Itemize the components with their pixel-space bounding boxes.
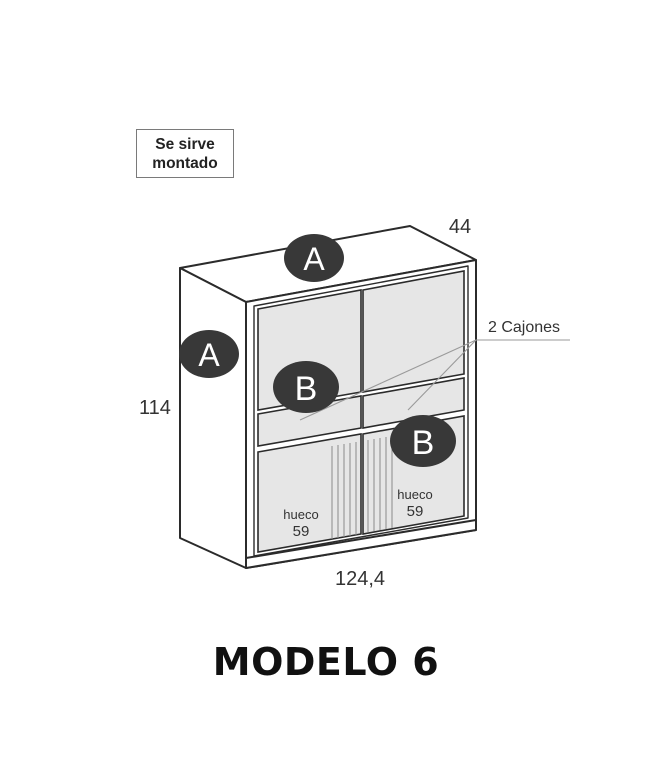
svg-text:B: B [295, 370, 318, 408]
svg-text:B: B [412, 424, 435, 462]
dimension-height: 114 [139, 397, 171, 419]
slat-grooves [331, 436, 393, 539]
dimension-depth: 44 [449, 216, 471, 238]
right-compartment-label: hueco [397, 487, 432, 502]
model-title: MODELO 6 [212, 640, 440, 684]
marker-b-left: B [273, 361, 339, 413]
marker-a-top: A [284, 234, 344, 282]
drawer-callout [299, 339, 570, 421]
right-compartment-value: 59 [407, 503, 424, 520]
served-assembled-badge: Se sirve montado [136, 129, 234, 178]
badge-line-1: Se sirve [155, 135, 215, 153]
svg-text:A: A [303, 241, 325, 277]
upper-right-door [362, 270, 465, 393]
badge-line-2: montado [152, 154, 218, 172]
svg-text:A: A [198, 337, 220, 373]
dimension-width: 124,4 [335, 568, 385, 590]
drawers-callout-label: 2 Cajones [488, 319, 560, 336]
marker-b-right: B [390, 415, 456, 467]
left-compartment-value: 59 [293, 523, 310, 540]
drawer-right [362, 377, 465, 429]
front-inner-border [253, 265, 469, 557]
cabinet-plinth [245, 519, 477, 569]
left-compartment-label: hueco [283, 507, 318, 522]
cabinet-side-face [179, 267, 247, 569]
lower-left-compartment [257, 433, 362, 553]
marker-a-side: A [179, 330, 239, 378]
